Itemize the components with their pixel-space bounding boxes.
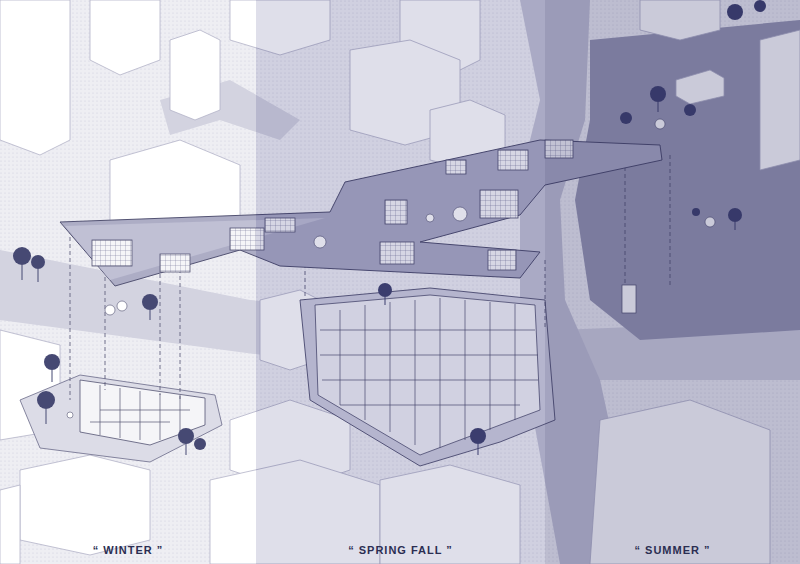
season-band: “ WINTER ” (0, 0, 256, 564)
season-band: “ SUMMER ” (545, 0, 800, 564)
season-label: “ SPRING FALL ” (348, 544, 453, 556)
season-band: “ SPRING FALL ” (256, 0, 545, 564)
season-label: “ SUMMER ” (635, 544, 711, 556)
season-label: “ WINTER ” (93, 544, 164, 556)
